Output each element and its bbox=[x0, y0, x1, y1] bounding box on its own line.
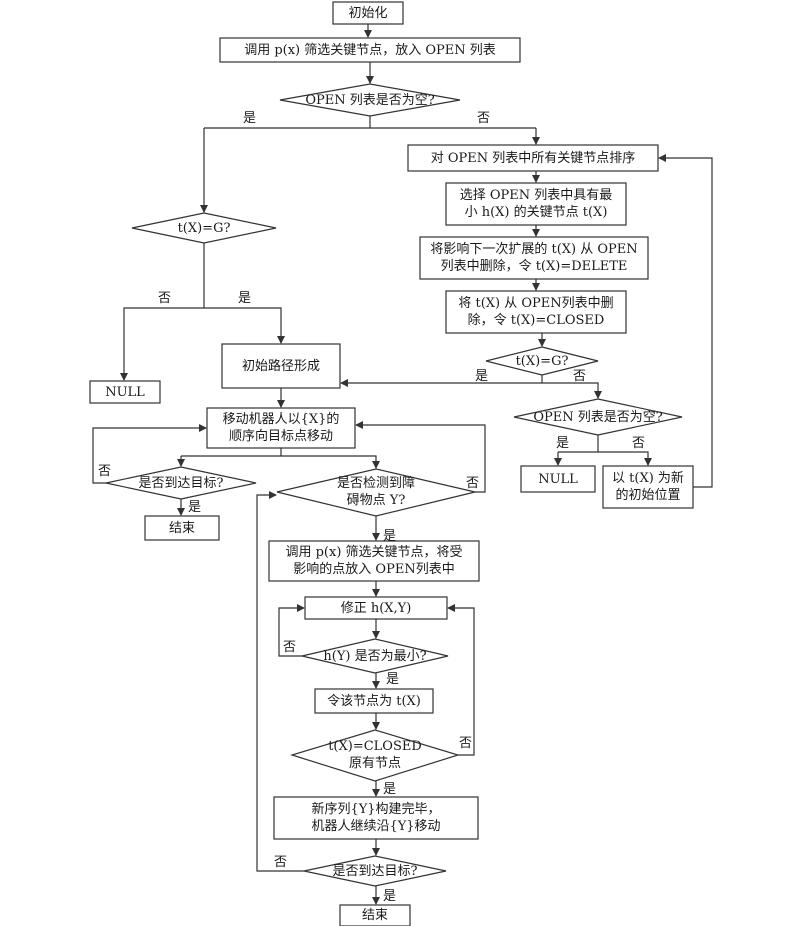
new-start-label: 以 t(X) 为新 的初始位置 bbox=[612, 471, 684, 503]
yes-label: 是 bbox=[386, 672, 400, 687]
no-label: 否 bbox=[466, 476, 480, 491]
filter-nodes-label: 调用 p(x) 筛选关键节点，放入 OPEN 列表 bbox=[244, 42, 496, 58]
detect-obstacle-label: 是否检测到障 碍物点 Y? bbox=[336, 476, 415, 508]
select-min-label: 选择 OPEN 列表中具有最 小 h(X) 的关键节点 t(X) bbox=[459, 188, 613, 220]
tx-closed-diamond bbox=[289, 729, 461, 782]
hy-min-diamond bbox=[301, 638, 449, 674]
init-path-box bbox=[221, 343, 341, 389]
end-2-box bbox=[339, 904, 411, 926]
set-tx-box bbox=[314, 688, 434, 714]
yes-label: 是 bbox=[238, 291, 252, 306]
end-1-box bbox=[144, 515, 220, 541]
delete-affect-label: 将影响下一次扩展的 t(X) 从 OPEN 列表中删除，令 t(X)=DELET… bbox=[430, 242, 638, 274]
no-label: 否 bbox=[274, 855, 288, 870]
sort-nodes-label: 对 OPEN 列表中所有关键节点排序 bbox=[430, 150, 636, 166]
yes-label: 是 bbox=[383, 529, 397, 544]
select-min-box bbox=[445, 182, 627, 226]
no-label: 否 bbox=[477, 111, 491, 126]
init-path-label: 初始路径形成 bbox=[241, 358, 320, 374]
tx-eq-g-left-label: t(X)=G? bbox=[177, 220, 231, 236]
hy-min-label: h(Y) 是否为最小? bbox=[323, 648, 427, 664]
tx-closed-label: t(X)=CLOSED 原有节点 bbox=[328, 739, 422, 771]
end-2-label: 结束 bbox=[361, 908, 388, 923]
reach-goal-2-diamond bbox=[303, 855, 447, 887]
reach-goal-1-label: 是否到达目标? bbox=[138, 475, 224, 491]
move-robot-box bbox=[206, 407, 356, 449]
null-right-box bbox=[520, 465, 596, 493]
yes-label: 是 bbox=[383, 889, 397, 904]
set-tx-label: 令该节点为 t(X) bbox=[327, 693, 421, 709]
no-label: 否 bbox=[283, 640, 297, 655]
null-left-box bbox=[89, 380, 161, 404]
new-sequence-box bbox=[273, 796, 479, 840]
delete-closed-box bbox=[445, 290, 627, 334]
no-label: 否 bbox=[573, 369, 587, 384]
yes-label: 是 bbox=[383, 782, 397, 797]
correct-h-label: 修正 h(X,Y) bbox=[340, 600, 412, 616]
new-start-box bbox=[602, 465, 694, 509]
null-right-label: NULL bbox=[538, 471, 578, 487]
yes-label: 是 bbox=[556, 436, 570, 451]
filter-affected-label: 调用 p(x) 筛选关键节点，将受 影响的点放入 OPEN列表中 bbox=[285, 545, 463, 577]
end-1-label: 结束 bbox=[168, 520, 195, 536]
no-label: 否 bbox=[158, 291, 172, 306]
move-robot-label: 移动机器人以{X}的 顺序向目标点移动 bbox=[222, 412, 340, 444]
no-label: 否 bbox=[98, 464, 112, 479]
open-empty-1-label: OPEN 列表是否为空? bbox=[305, 92, 435, 108]
tx-eq-g-right-label: t(X)=G? bbox=[515, 353, 569, 369]
reach-goal-2-label: 是否到达目标? bbox=[332, 863, 418, 879]
init-label: 初始化 bbox=[348, 5, 388, 21]
open-empty-2-label: OPEN 列表是否为空? bbox=[533, 409, 663, 425]
delete-affect-box bbox=[419, 236, 649, 280]
yes-label: 是 bbox=[188, 500, 202, 515]
filter-affected-box bbox=[268, 540, 480, 582]
null-left-label: NULL bbox=[105, 384, 145, 400]
new-sequence-label: 新序列{Y}构建完毕， 机器人继续沿{Y}移动 bbox=[311, 802, 441, 834]
no-label: 否 bbox=[632, 436, 646, 451]
no-label: 否 bbox=[459, 736, 473, 751]
filter-nodes-box bbox=[219, 37, 521, 63]
yes-label: 是 bbox=[475, 369, 489, 384]
yes-label: 是 bbox=[243, 111, 257, 126]
delete-closed-label: 将 t(X) 从 OPEN列表中删 除，令 t(X)=CLOSED bbox=[458, 296, 614, 328]
